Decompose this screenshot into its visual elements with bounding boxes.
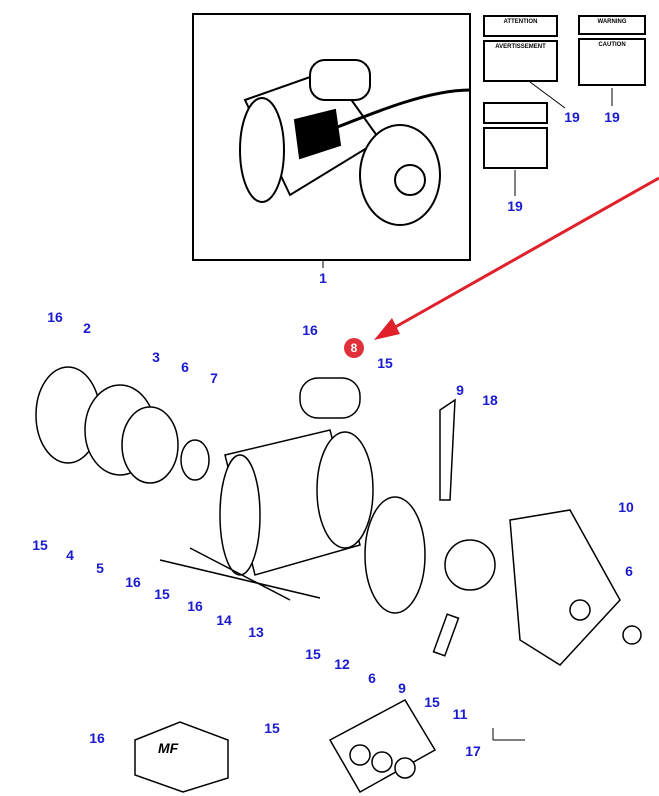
solenoid — [299, 377, 361, 419]
part-label[interactable]: 15 — [264, 720, 280, 736]
part-label[interactable]: 16 — [89, 730, 105, 746]
part-label[interactable]: 2 — [83, 320, 91, 336]
part-label[interactable]: 15 — [305, 646, 321, 662]
part-label[interactable]: 11 — [452, 706, 468, 722]
part-label[interactable]: 7 — [210, 370, 218, 386]
part-label[interactable]: 13 — [248, 624, 264, 640]
part-label[interactable]: 12 — [334, 656, 350, 672]
leader — [529, 81, 566, 109]
part-label[interactable]: 15 — [154, 586, 170, 602]
starter-motor-assembly — [239, 59, 441, 226]
part-label[interactable]: 19 — [604, 109, 620, 125]
part-label[interactable]: 3 — [152, 349, 160, 365]
starter-assembly-inset — [192, 13, 471, 261]
warning-decal: WARNING — [578, 15, 646, 35]
part-label[interactable]: 16 — [187, 598, 203, 614]
part-label[interactable]: 6 — [625, 563, 633, 579]
part-label[interactable]: 15 — [424, 694, 440, 710]
part-label[interactable]: 19 — [564, 109, 580, 125]
part-label[interactable]: 9 — [456, 382, 464, 398]
avertissement-decal: AVERTISSEMENT — [483, 40, 558, 82]
part-label[interactable]: 16 — [302, 322, 318, 338]
part-label[interactable]: 14 — [216, 612, 232, 628]
part-label[interactable]: 16 — [125, 574, 141, 590]
attention-decal: ATTENTION — [483, 15, 558, 37]
part-label[interactable]: 16 — [47, 309, 63, 325]
part-label[interactable]: 17 — [465, 743, 481, 759]
part-label[interactable]: 18 — [482, 392, 498, 408]
repair-kit-box — [134, 721, 229, 793]
caution-decal: CAUTION — [578, 38, 646, 86]
drive-end-plate — [364, 496, 426, 614]
part-label[interactable]: 10 — [618, 499, 634, 515]
part-label[interactable]: 15 — [377, 355, 393, 371]
mf-logo: MF — [158, 740, 179, 756]
part-label[interactable]: 5 — [96, 560, 104, 576]
arrow-head — [374, 318, 400, 340]
decal-title: WARNING — [597, 19, 627, 25]
highlighted-part-badge[interactable]: 8 — [344, 338, 364, 358]
highlight-arrow — [389, 176, 659, 332]
part-label[interactable]: 6 — [368, 670, 376, 686]
seal-kit-pack — [328, 699, 437, 794]
leader-to-decal — [329, 88, 471, 132]
part-label[interactable]: 19 — [507, 198, 523, 214]
decal-title: ATTENTION — [503, 19, 538, 25]
shift-lever — [439, 398, 456, 501]
arabic-decal — [483, 102, 548, 124]
arabic-decal-large — [483, 127, 548, 169]
part-label[interactable]: 1 — [319, 270, 327, 286]
exploded-parts — [35, 366, 642, 794]
part-label[interactable]: 15 — [32, 537, 48, 553]
nose-housing — [509, 509, 621, 666]
part-label[interactable]: 9 — [398, 680, 406, 696]
part-label[interactable]: 4 — [66, 547, 74, 563]
decal-title: CAUTION — [598, 42, 626, 48]
brush-holder — [121, 406, 179, 484]
armature — [316, 431, 374, 549]
decal-title: AVERTISSEMENT — [495, 44, 546, 50]
part-label[interactable]: 6 — [181, 359, 189, 375]
pinion — [444, 539, 496, 591]
